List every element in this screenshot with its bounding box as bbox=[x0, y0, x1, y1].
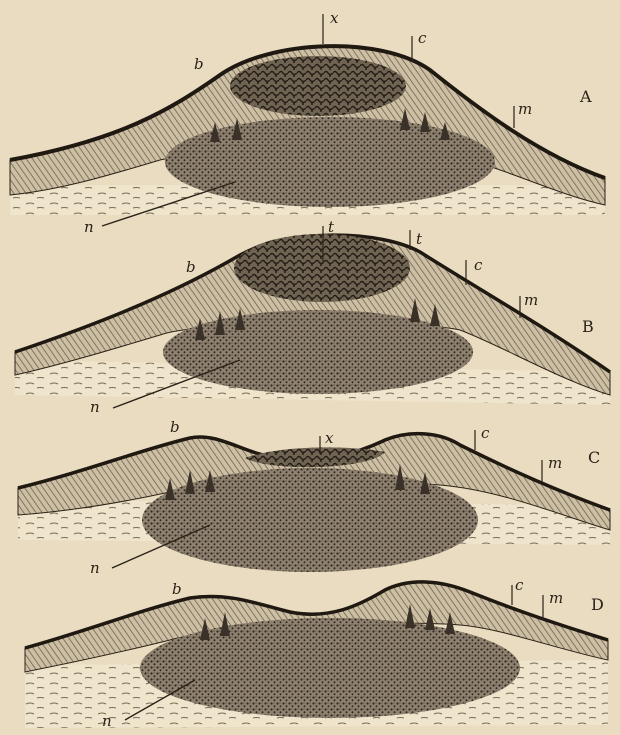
panel-d-label-m: m bbox=[549, 589, 563, 607]
panel-c-label-b: b bbox=[170, 418, 180, 436]
panel-d-label-b: b bbox=[172, 580, 182, 598]
panel-a-label-m: m bbox=[518, 100, 532, 118]
panel-b-row-label: B bbox=[582, 317, 594, 336]
panel-a-superficial-nest bbox=[230, 56, 406, 116]
panel-b-label-c: c bbox=[474, 256, 483, 274]
panel-b-label-b: b bbox=[186, 258, 196, 276]
panel-b-label-t-right: t bbox=[416, 230, 423, 248]
panel-d-label-n: n bbox=[102, 712, 112, 730]
panel-d-row-label: D bbox=[591, 595, 604, 614]
panel-c-label-n: n bbox=[90, 559, 100, 577]
panel-a-label-x: x bbox=[330, 9, 339, 27]
panel-a-label-n: n bbox=[84, 218, 94, 236]
panel-c-label-x: x bbox=[325, 429, 334, 447]
panel-d-deep-mass bbox=[140, 618, 520, 718]
panel-a-row-label: A bbox=[579, 87, 592, 106]
panel-a-label-b: b bbox=[194, 55, 204, 73]
panel-b-label-n: n bbox=[90, 398, 100, 416]
panel-b-label-t-center: t bbox=[328, 218, 335, 236]
panel-a-label-c: c bbox=[418, 29, 427, 47]
panel-c-row-label: C bbox=[588, 448, 600, 467]
panel-d-label-c: c bbox=[515, 576, 524, 594]
panel-b-superficial-nest bbox=[234, 234, 410, 302]
panel-b-label-m: m bbox=[524, 291, 538, 309]
panel-c-label-c: c bbox=[481, 424, 490, 442]
panel-c-label-m: m bbox=[548, 454, 562, 472]
panel-b-deep-mass bbox=[163, 310, 473, 394]
